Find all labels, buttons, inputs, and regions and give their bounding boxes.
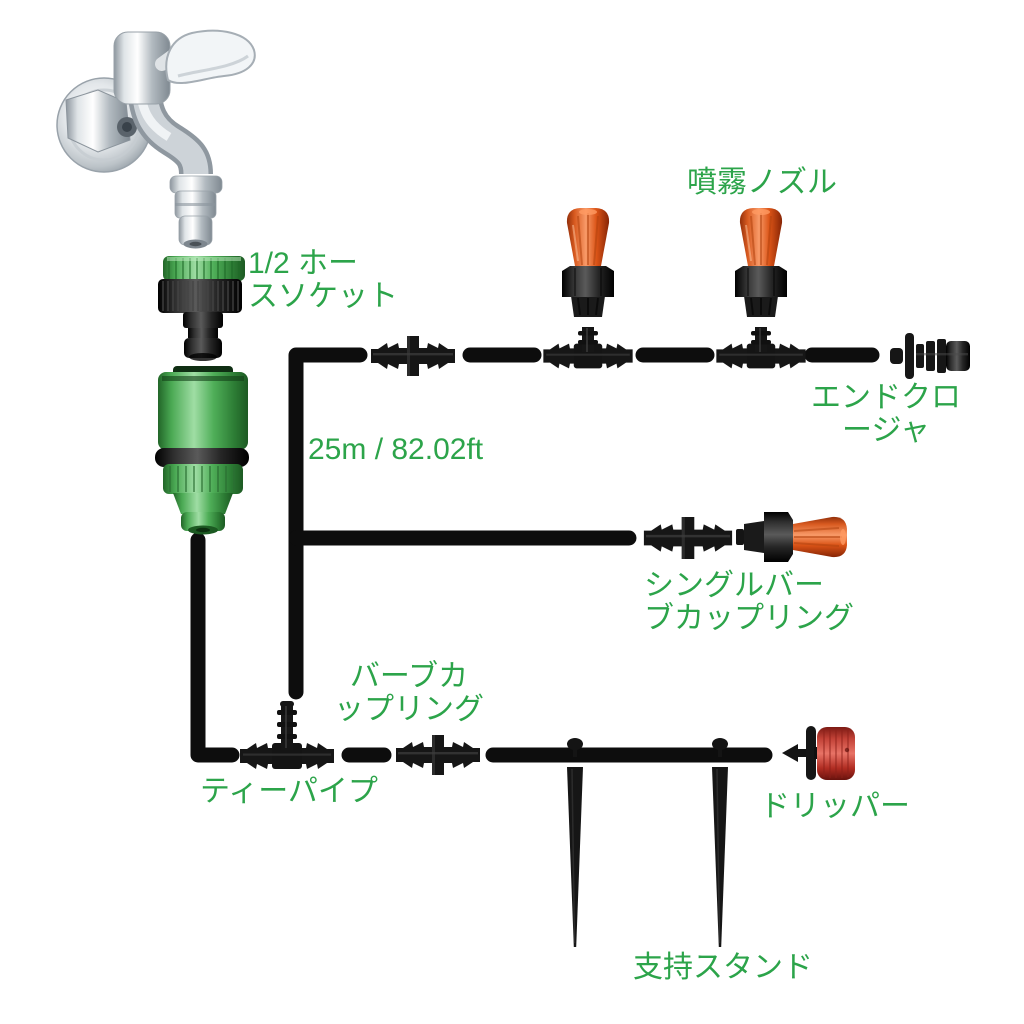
label-hose-socket: 1/2 ホー スソケット: [248, 247, 398, 313]
label-end-closure-line1: エンドクロ: [811, 381, 961, 414]
faucet-photo: [56, 29, 256, 249]
label-hose-socket-line2: スソケット: [248, 280, 398, 313]
label-barb-coupling: バーブカ ップリング: [334, 660, 484, 726]
label-support-stand: 支持スタンド: [633, 951, 813, 984]
label-hose-socket-line1: 1/2 ホー: [248, 247, 359, 280]
tube-main-corner: [288, 347, 368, 700]
label-single-barb-line2: ブカップリング: [644, 602, 854, 635]
barb-coupling-top: [371, 336, 455, 376]
quick-connector-part: [155, 366, 249, 535]
dripper-part: [782, 726, 855, 780]
tube-left-corner: [190, 532, 240, 763]
label-tee-pipe: ティーパイプ: [200, 775, 378, 808]
barb-coupling-bottom: [396, 735, 480, 775]
support-stand-1: [566, 737, 584, 948]
label-end-closure: エンドクロ ージャ: [806, 381, 966, 447]
faucet-handle: [165, 29, 256, 85]
label-single-barb-coupling: シングルバー ブカップリング: [644, 569, 854, 635]
label-tube-length: 25m / 82.02ft: [308, 433, 484, 466]
spray-nozzle-2: [734, 207, 788, 353]
label-end-closure-line2: ージャ: [842, 414, 930, 447]
end-closure-part: [890, 333, 970, 379]
faucet-wall-nut: [65, 89, 131, 153]
spray-nozzle-1: [561, 207, 615, 353]
tubing: [190, 347, 880, 763]
tee-pipe-part: [240, 701, 334, 769]
label-dripper: ドリッパー: [760, 790, 910, 823]
hose-socket-part: [158, 256, 245, 361]
label-spray-nozzle: 噴霧ノズル: [687, 166, 837, 199]
label-barb-coupling-line1: バーブカ: [349, 660, 469, 693]
faucet-outlet-flare: [169, 175, 223, 194]
label-barb-coupling-line2: ップリング: [334, 693, 484, 726]
support-stand-2: [711, 737, 729, 948]
single-barb-coupling-part: [643, 517, 733, 559]
horizontal-spray-nozzle: [736, 512, 847, 562]
label-single-barb-line1: シングルバー: [644, 569, 824, 602]
